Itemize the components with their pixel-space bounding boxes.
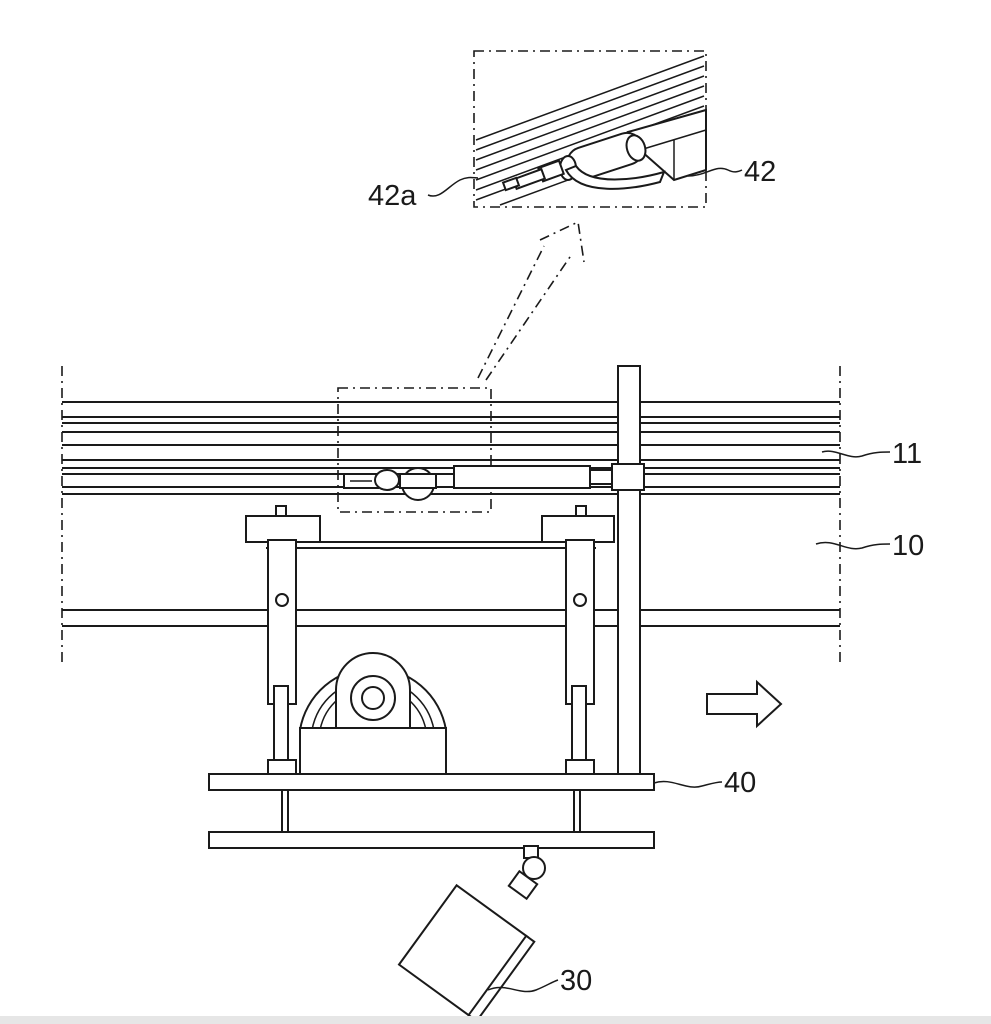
carriage-frame xyxy=(245,505,615,775)
inset-cable xyxy=(564,164,666,190)
label-11: 11 xyxy=(892,438,922,470)
leader-30 xyxy=(487,979,559,993)
inset-contact-42a xyxy=(501,159,566,192)
leader-42a xyxy=(427,176,479,197)
label-10: 10 xyxy=(892,530,924,562)
base-plate-40 xyxy=(208,773,655,849)
label-30: 30 xyxy=(560,965,592,997)
leader-40 xyxy=(653,780,723,788)
label-42: 42 xyxy=(744,156,776,188)
rail-sensor-42 xyxy=(343,465,615,501)
detail-region-marker xyxy=(337,387,492,513)
camera-30 xyxy=(397,845,546,1023)
vertical-post xyxy=(611,365,645,777)
detail-inset xyxy=(473,50,707,208)
label-40: 40 xyxy=(724,767,756,799)
drive-wheel xyxy=(299,652,447,775)
leader-42 xyxy=(687,167,743,177)
rail-10 xyxy=(61,366,841,662)
leader-10 xyxy=(815,541,891,550)
label-42a: 42a xyxy=(368,180,417,212)
direction-arrow-icon xyxy=(706,679,783,729)
leader-11 xyxy=(821,450,891,458)
bottom-edge-strip xyxy=(0,1016,991,1024)
enlargement-arrow xyxy=(477,220,585,381)
